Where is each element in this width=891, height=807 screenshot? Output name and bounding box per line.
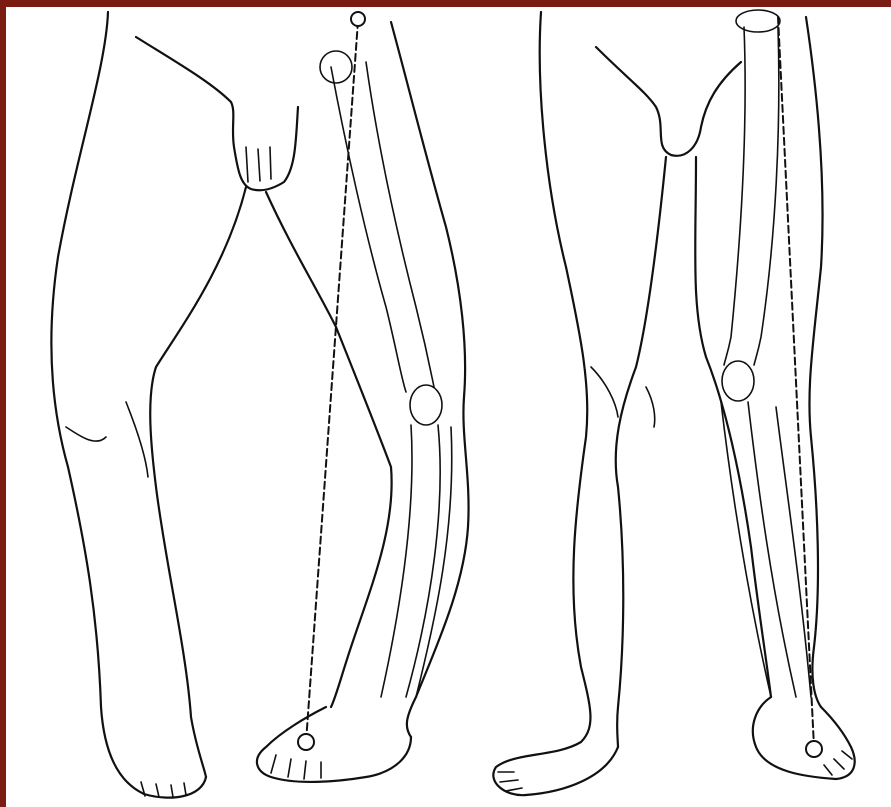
left-figure (51, 12, 468, 798)
left-figure-right-foot (257, 707, 411, 782)
right-figure-femoral-head (736, 10, 780, 32)
right-figure-left-leg-outer (493, 12, 618, 795)
leg-alignment-diagram (6, 7, 891, 807)
right-figure-femur (724, 27, 779, 365)
right-figure-right-toes (824, 751, 852, 775)
right-figure (493, 10, 854, 795)
left-figure-hip-point (351, 12, 365, 26)
left-figure-knee-crease (66, 402, 148, 477)
right-figure-pelvis (596, 47, 741, 156)
left-figure-patella (410, 385, 442, 425)
illustration-canvas (6, 7, 891, 807)
left-figure-inner-leg (150, 187, 246, 777)
left-figure-ankle-point (298, 734, 314, 750)
left-figure-outer-leg (51, 12, 206, 798)
left-figure-femoral-head (320, 51, 352, 83)
left-figure-femur (331, 62, 434, 392)
left-figure-right-leg-inner (266, 192, 392, 707)
right-figure-knee-crease (591, 367, 655, 427)
left-figure-right-toes (271, 755, 321, 779)
left-figure-groin (246, 147, 271, 182)
right-figure-left-leg-inner (616, 157, 666, 747)
left-figure-mechanical-axis (306, 21, 358, 742)
right-figure-ankle-point (806, 741, 822, 757)
right-figure-right-leg-outer (806, 17, 823, 707)
right-figure-patella (722, 361, 754, 401)
right-figure-right-foot (753, 697, 855, 779)
right-figure-right-leg-inner (695, 157, 771, 697)
left-figure-pelvis (136, 37, 298, 190)
